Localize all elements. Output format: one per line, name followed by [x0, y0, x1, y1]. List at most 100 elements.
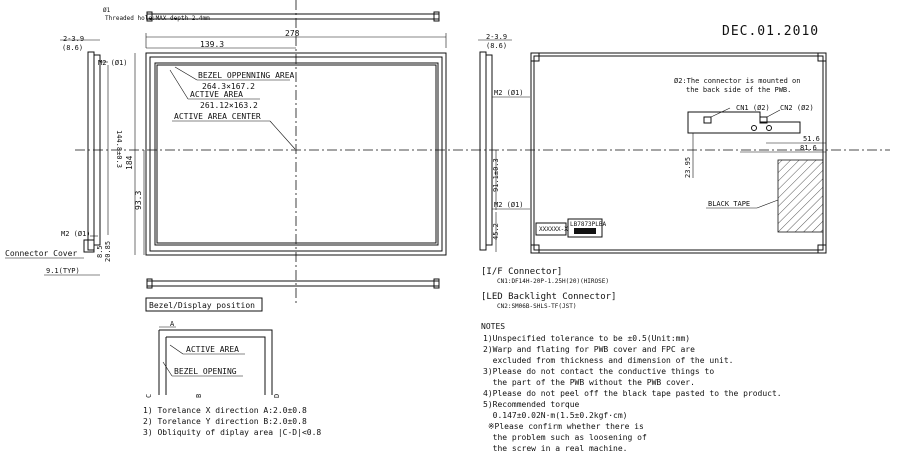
detail-inner-outline [166, 336, 266, 395]
back-label-1 [535, 222, 567, 236]
connector-cover-shape [83, 239, 95, 253]
dim-23: 23.95 [684, 157, 692, 178]
active-leader [169, 69, 189, 100]
note-line-7: 5)Recommended torque [483, 400, 580, 409]
led-connector-detail: CN2:SM06B-SHLS-TF(JST) [497, 303, 576, 310]
black-tape-label: BLACK TAPE [708, 200, 750, 208]
back-outer-frame [530, 52, 827, 254]
bezel-opening-value: 264.3×167.2 [202, 82, 255, 91]
pwb-outline [687, 111, 801, 134]
note-line-3: excluded from thickness and dimension of… [483, 356, 733, 365]
active-area-value: 261.12×163.2 [200, 101, 258, 110]
cn2-label: CN2 (Ø2) [780, 104, 814, 112]
back-label-barcode [574, 228, 596, 234]
back-corner-tr [817, 52, 827, 62]
note-line-6: 4)Please do not peel off the black tape … [483, 389, 782, 398]
front-outer-frame [145, 52, 447, 256]
top-edge-right-tab [433, 11, 440, 22]
detail-marker-b: B [195, 394, 203, 398]
cn2-leader [766, 109, 781, 118]
bottom-edge-left-tab [146, 278, 153, 289]
left-hole-top: M2 (Ø1) [98, 59, 128, 67]
left-side-body [87, 51, 95, 251]
back-corner-bl [530, 244, 540, 254]
right-dim-top: 2-3.9 [486, 33, 507, 41]
top-edge-left-tab [146, 11, 153, 22]
back-note-line1: Ø2:The connector is mounted on [674, 77, 800, 85]
right-hole-bottom: M2 (Ø1) [494, 201, 524, 209]
tolerance-line-2: 2) Torelance Y direction B:2.0±0.8 [143, 417, 307, 426]
active-area-rect [156, 64, 437, 244]
active-area-label: ACTIVE AREA [190, 90, 243, 99]
left-dim-vertical: 144.8±0.3 [115, 130, 123, 168]
detail-bezel-label: BEZEL OPENING [174, 367, 237, 376]
if-connector-detail: CN1:DF14H-20P-1.25H(20)(HIROSE) [497, 278, 609, 285]
center-leader [269, 120, 296, 150]
detail-diagram: A ACTIVE AREA BEZEL OPENING C B D 1) Tor… [143, 320, 321, 437]
back-corner-tl [530, 52, 540, 62]
back-inner-frame [533, 55, 824, 251]
tolerance-line-3: 3) Obliquity of diplay area |C-D|<0.8 [143, 428, 321, 437]
front-view: 278 139.3 184 93.3 BEZEL OPPENNING AREA … [125, 29, 447, 256]
right-dim-vertical: 91.1±0.3 [492, 158, 500, 192]
back-label-2 [567, 218, 603, 238]
right-side-view: 2-3.9 (8.6) M2 (Ø1) M2 (Ø1) 91.1±0.3 45.… [478, 33, 530, 252]
note-line-2: 2)Warp and flating for PWB cover and FPC… [483, 345, 695, 354]
detail-bezel-leader [162, 361, 173, 377]
cn2-connector-shape [759, 116, 768, 124]
front-inner-frame [149, 56, 443, 252]
bezel-opening-rect [154, 62, 439, 246]
left-side-bezel [93, 54, 101, 246]
typ-dim: 9.1(TYP) [46, 267, 80, 275]
right-dim-small: 45.2 [492, 223, 500, 240]
back-label-code2: LB7873PLBA [570, 221, 607, 228]
bezel-display-position-label: Bezel/Display position [149, 301, 255, 310]
back-label-code1: XXXXXX-X [539, 226, 568, 233]
pwb-screw-2 [766, 125, 772, 131]
back-view: Ø2:The connector is mounted on the back … [530, 52, 827, 254]
detail-marker-c: C [145, 394, 153, 398]
dim-center-offset: 139.3 [200, 40, 224, 49]
black-tape-area [777, 159, 824, 233]
dim-51: 51.6 [803, 135, 820, 143]
right-dim-top-sub: (8.6) [486, 42, 507, 50]
threaded-hole-mark: Ø1 [103, 7, 111, 14]
detail-outer-outline [159, 329, 273, 395]
left-dim-small1: 8.5 [96, 245, 104, 258]
pwb-screw-1 [751, 125, 757, 131]
detail-marker-d: D [273, 394, 281, 398]
bezel-opening-label: BEZEL OPPENNING AREA [198, 71, 295, 80]
left-dim-small2: 20.85 [104, 241, 112, 262]
detail-marker-a: A [170, 320, 175, 328]
if-connector-title: [I/F Connector] [481, 267, 562, 277]
dim-center-height: 93.3 [134, 191, 143, 210]
note-line-5: the part of the PWB without the PWB cove… [483, 378, 695, 387]
bottom-edge-right-tab [433, 278, 440, 289]
drawing-date: DEC.01.2010 [722, 24, 819, 39]
detail-active-label: ACTIVE AREA [186, 345, 239, 354]
cn1-label: CN1 (Ø2) [736, 104, 770, 112]
connector-cover-label: Connector Cover [5, 249, 77, 258]
note-line-9: ※Please confirm whether there is [483, 422, 644, 431]
back-note-line2: the back side of the PWB. [686, 86, 791, 94]
led-connector-title: [LED Backlight Connector] [481, 292, 616, 302]
back-corner-br [817, 244, 827, 254]
cn1-connector-shape [703, 116, 712, 124]
right-side-body [479, 51, 487, 251]
note-line-11: the screw in a real machine. [483, 444, 628, 453]
left-side-view: 2-3.9 (8.6) M2 (Ø1) 144.8±0.3 M2 (Ø1) 8.… [5, 35, 128, 276]
left-dim-top: 2-3.9 [63, 35, 84, 43]
bezel-display-position-box [145, 297, 263, 312]
tolerance-line-1: 1) Torelance X direction A:2.0±0.8 [143, 406, 307, 415]
notes-title: NOTES [481, 322, 505, 331]
note-line-1: 1)Unspecified tolerance to be ±0.5(Unit:… [483, 334, 690, 343]
cn1-leader [710, 107, 731, 118]
dim-81: 81.6 [800, 144, 817, 152]
right-hole-top: M2 (Ø1) [494, 89, 524, 97]
left-dim-top-sub: (8.6) [62, 44, 83, 52]
bottom-edge-view [146, 280, 440, 287]
note-line-8: 0.147±0.02N·m(1.5±0.2kgf·cm) [483, 411, 628, 420]
note-line-4: 3)Please do not contact the conductive t… [483, 367, 714, 376]
note-line-10: the problem such as loosening of [483, 433, 647, 442]
